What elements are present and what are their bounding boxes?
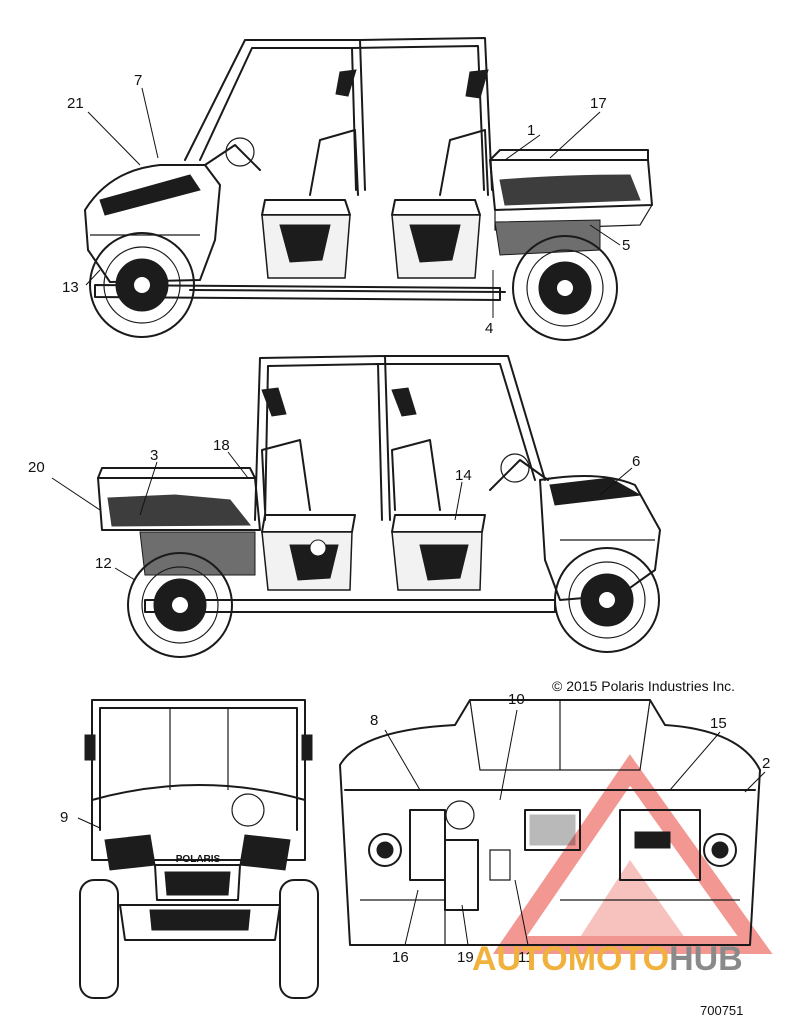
callout-1: 1	[527, 122, 535, 139]
rear-wheel-left	[512, 235, 618, 341]
diagram-part-number: 700751	[700, 1003, 744, 1018]
front-wheel-right	[554, 547, 660, 653]
callout-16: 16	[392, 949, 409, 966]
watermark-text: AUTOMOTOHUB	[472, 940, 743, 979]
callout-18: 18	[213, 437, 230, 454]
callout-4: 4	[485, 320, 493, 337]
dashboard-view: 8 10 15 2 16 19 11	[339, 691, 770, 966]
copyright-notice: © 2015 Polaris Industries Inc.	[552, 678, 736, 694]
rear-wheel-right	[127, 552, 233, 658]
polaris-badge: POLARIS	[176, 854, 221, 865]
callout-14: 14	[455, 467, 472, 484]
callout-19: 19	[457, 949, 474, 966]
vehicle-left-side-view: 21 7 1 17 5 13 4	[62, 37, 653, 341]
callout-2: 2	[762, 755, 770, 772]
front-right-tire	[279, 879, 319, 999]
watermark-part2: HUB	[669, 940, 743, 978]
front-wheel-left	[89, 232, 195, 338]
vehicle-front-view: POLARIS 9	[60, 699, 319, 999]
callout-11: 11	[518, 949, 534, 966]
callout-17: 17	[590, 95, 607, 112]
callout-15: 15	[710, 715, 727, 732]
callout-10: 10	[508, 691, 525, 708]
callout-3: 3	[150, 447, 158, 464]
callout-20: 20	[28, 459, 45, 476]
front-left-tire	[79, 879, 119, 999]
callout-8: 8	[370, 712, 378, 729]
callout-5: 5	[622, 237, 630, 254]
callout-7: 7	[134, 72, 142, 89]
vehicle-right-side-view: 20 3 18 14 6 12	[28, 355, 661, 658]
callout-6: 6	[632, 453, 640, 470]
callout-12: 12	[95, 555, 112, 572]
callout-9: 9	[60, 809, 68, 826]
watermark-part1: AUTOMOTO	[472, 940, 670, 978]
callout-13: 13	[62, 279, 79, 296]
callout-21: 21	[67, 95, 84, 112]
